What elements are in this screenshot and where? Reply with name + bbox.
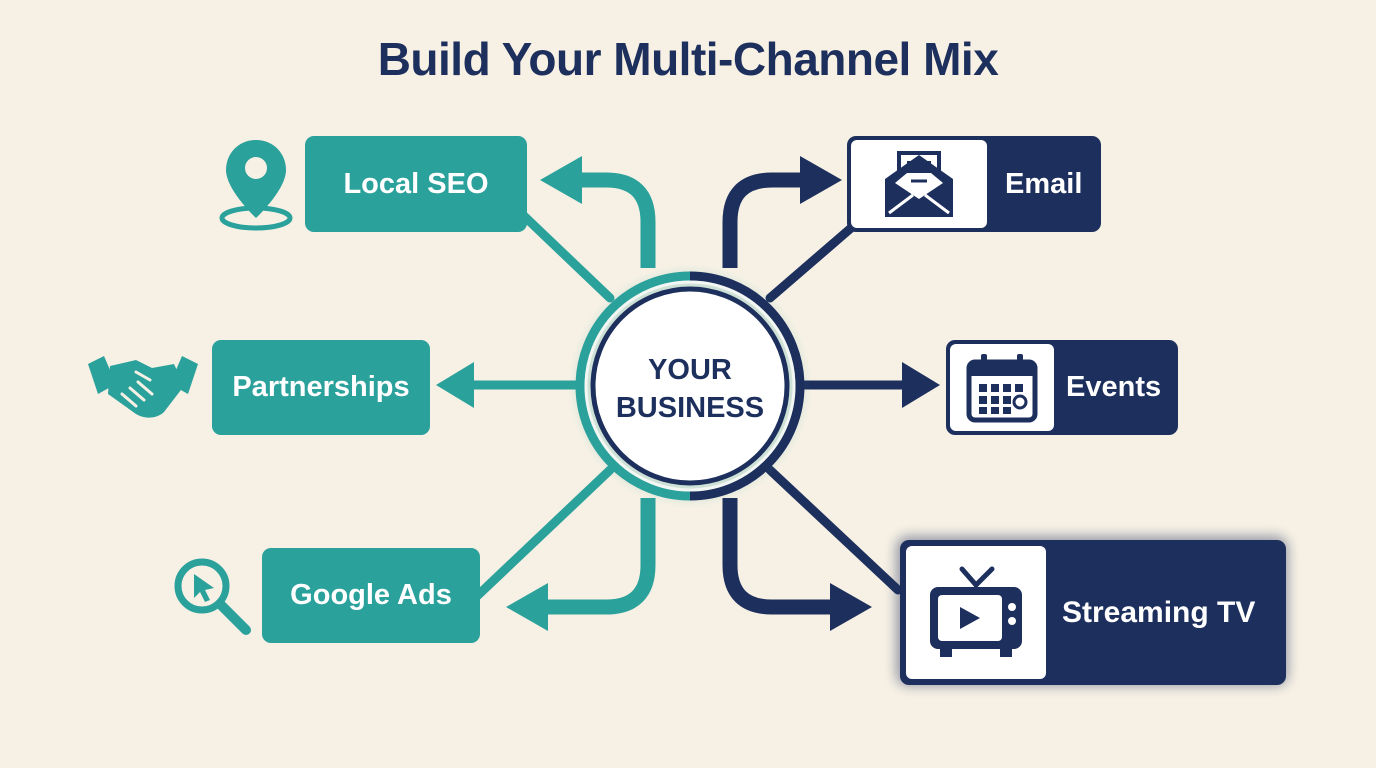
tv-play-icon bbox=[930, 566, 1022, 657]
hub-label: YOUR BUSINESS bbox=[584, 304, 796, 474]
arrowhead-google-ads bbox=[506, 583, 548, 631]
streaming-tv-icon-panel bbox=[906, 546, 1046, 679]
hub-circle bbox=[590, 286, 790, 486]
email-label: Email bbox=[1005, 167, 1083, 200]
connector-streaming-tv bbox=[765, 465, 903, 595]
local-seo-box[interactable]: Local SEO bbox=[305, 136, 527, 232]
email-box[interactable]: Email bbox=[847, 136, 1101, 232]
curve-arrow-google-ads bbox=[548, 498, 656, 615]
hub-ring bbox=[575, 271, 805, 501]
events-box[interactable]: Events bbox=[946, 340, 1178, 435]
partnerships-label: Partnerships bbox=[232, 371, 410, 403]
streaming-tv-label: Streaming TV bbox=[1062, 595, 1256, 629]
handshake-icon bbox=[88, 356, 198, 418]
partnerships-box[interactable]: Partnerships bbox=[212, 340, 430, 435]
arrowhead-streaming-tv bbox=[830, 583, 872, 631]
arrowhead-events bbox=[902, 362, 940, 408]
google-ads-label: Google Ads bbox=[290, 579, 452, 611]
page-title: Build Your Multi-Channel Mix bbox=[377, 33, 999, 85]
events-icon-panel bbox=[950, 344, 1054, 431]
map-pin-icon bbox=[219, 140, 293, 231]
curve-arrow-email bbox=[722, 172, 806, 268]
arrowhead-partnerships bbox=[436, 362, 474, 408]
arrowhead-local-seo bbox=[540, 156, 582, 204]
connector-google-ads bbox=[470, 465, 615, 603]
search-cursor-icon bbox=[174, 558, 251, 635]
streaming-tv-box[interactable]: Streaming TV bbox=[900, 540, 1286, 685]
hub-label-line1: YOUR bbox=[648, 354, 732, 386]
connector-email bbox=[765, 217, 863, 303]
hub-label-line2: BUSINESS bbox=[615, 392, 765, 424]
local-seo-label: Local SEO bbox=[343, 167, 489, 200]
arrowhead-email bbox=[800, 156, 842, 204]
events-label: Events bbox=[1066, 371, 1162, 403]
curve-arrow-local-seo bbox=[574, 172, 656, 268]
email-icon-panel bbox=[851, 140, 987, 228]
connector-local-seo bbox=[518, 210, 615, 303]
envelope-icon bbox=[885, 151, 953, 217]
calendar-icon bbox=[966, 353, 1038, 422]
curve-arrow-streaming-tv bbox=[722, 498, 830, 615]
google-ads-box[interactable]: Google Ads bbox=[262, 548, 480, 643]
